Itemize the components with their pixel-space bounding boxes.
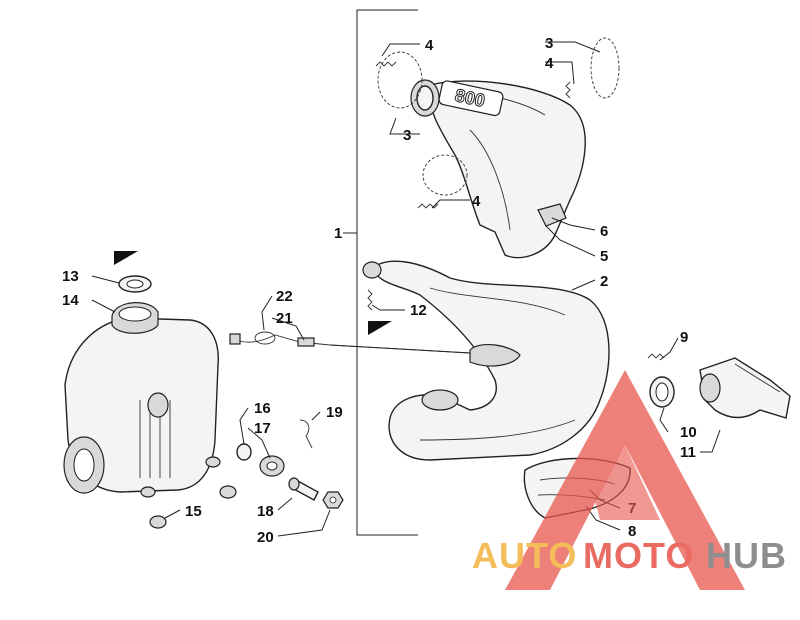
callout-17: 17	[254, 420, 271, 437]
callout-10: 10	[680, 424, 697, 441]
callout-11: 11	[680, 444, 696, 461]
washer	[236, 443, 252, 461]
bolt	[288, 477, 319, 501]
clamp-ring-top-right	[590, 37, 620, 99]
watermark-auto-text: AUTO	[472, 535, 577, 576]
callout-5: 5	[600, 248, 608, 265]
rubber-mount	[140, 456, 237, 529]
callout-15: 15	[185, 503, 202, 520]
callout-1: 1	[334, 225, 342, 242]
callout-16: 16	[254, 400, 271, 417]
nut	[322, 491, 344, 509]
callout-20: 20	[257, 529, 274, 546]
direction-arrow-icon	[114, 251, 392, 335]
spring-icon	[375, 61, 571, 209]
callout-9: 9	[680, 329, 688, 346]
temperature-sensor-cable	[229, 331, 471, 354]
callout-8: 8	[628, 523, 636, 540]
heat-shield-cover: 800	[410, 79, 586, 259]
callout-3: 3	[403, 127, 411, 144]
cover-emblem: 800	[438, 80, 504, 117]
clamp-ring-middle	[422, 154, 468, 196]
spring-icon	[367, 289, 665, 359]
callout-14: 14	[62, 292, 79, 309]
clamp-ring-top-left	[377, 51, 423, 109]
watermark-moto-text: MOTO	[583, 535, 694, 576]
callout-19: 19	[326, 404, 343, 421]
callout-4: 4	[425, 37, 434, 54]
watermark-hub-text: HUB	[706, 535, 787, 576]
expansion-chamber-pipe	[362, 260, 610, 461]
callout-4: 4	[545, 55, 554, 72]
callout-12: 12	[410, 302, 427, 319]
callout-21: 21	[276, 310, 293, 327]
callout-4: 4	[472, 193, 481, 210]
grommet	[118, 275, 152, 293]
watermark-triangle-logo	[505, 370, 745, 590]
callout-6: 6	[600, 223, 608, 240]
automotohub-watermark: AUTO MOTO HUB	[472, 370, 787, 590]
exhaust-gasket	[649, 376, 675, 408]
callout-13: 13	[62, 268, 79, 285]
cotter-pin	[299, 419, 313, 449]
grommet-seal	[259, 455, 285, 477]
exhaust-manifold	[699, 357, 791, 419]
muffler-silencer	[63, 302, 219, 494]
assembly-bracket	[343, 9, 418, 536]
embossed-800-label: 800	[453, 85, 487, 111]
callout-18: 18	[257, 503, 274, 520]
callout-2: 2	[600, 273, 608, 290]
callout-3: 3	[545, 35, 553, 52]
callout-22: 22	[276, 288, 293, 305]
